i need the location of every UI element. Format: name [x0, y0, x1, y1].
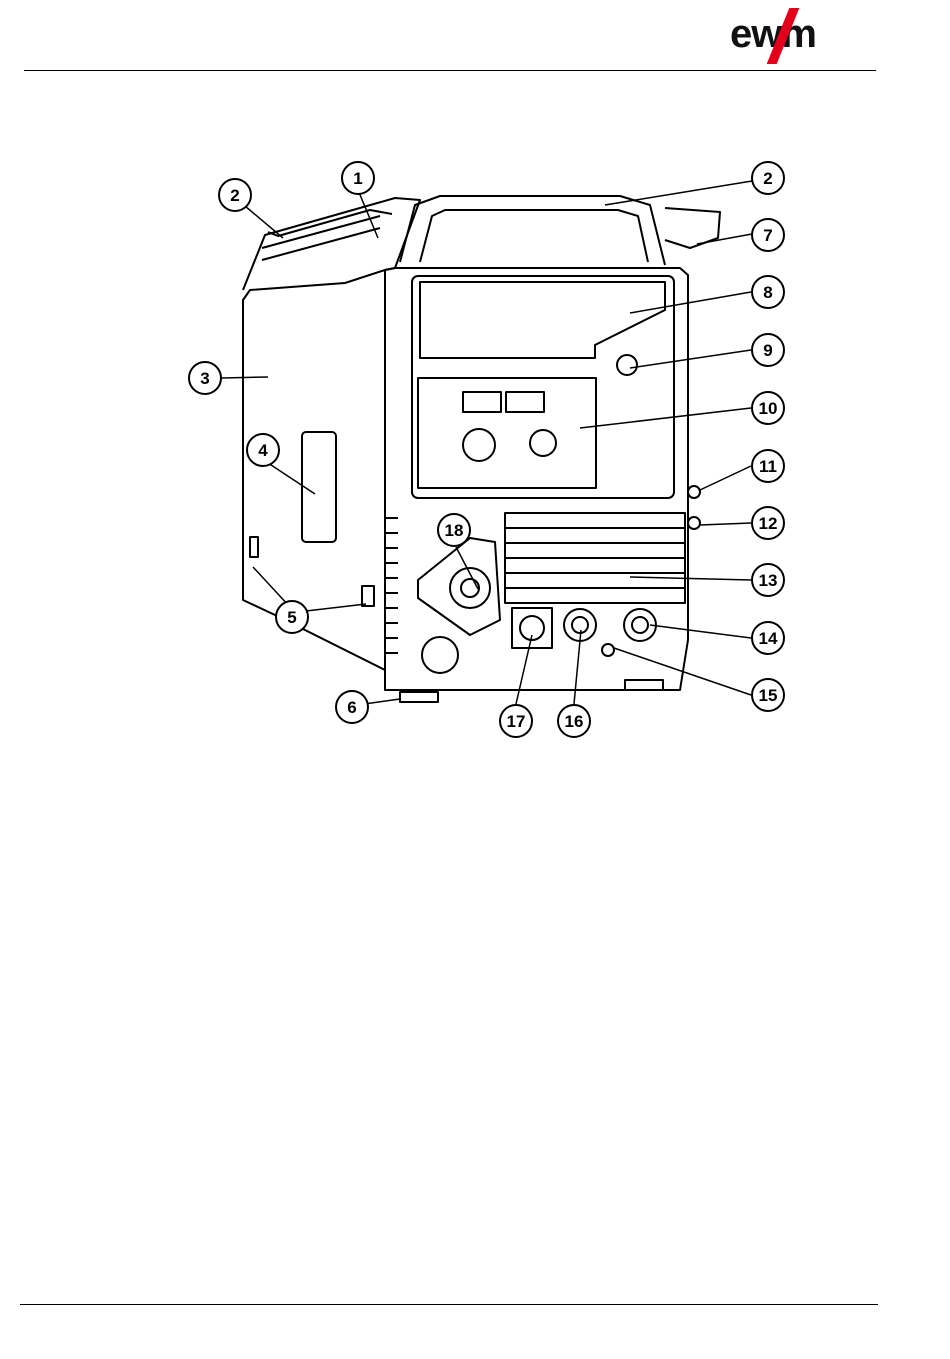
svg-text:10: 10 — [759, 399, 778, 418]
svg-text:2: 2 — [763, 169, 772, 188]
callout-2-left: 2 — [219, 179, 251, 211]
svg-text:9: 9 — [763, 341, 772, 360]
knob-right — [530, 430, 556, 456]
svg-text:17: 17 — [507, 712, 526, 731]
footer-rule — [20, 1304, 878, 1305]
svg-text:12: 12 — [759, 514, 778, 533]
callout-3: 3 — [189, 362, 221, 394]
callout-14: 14 — [752, 622, 784, 654]
side-window — [302, 432, 336, 542]
control-panel-cover — [420, 282, 665, 358]
fitting-11 — [688, 486, 700, 498]
callout-8: 8 — [752, 276, 784, 308]
callout-6: 6 — [336, 691, 368, 723]
svg-text:3: 3 — [200, 369, 209, 388]
callout-11: 11 — [752, 450, 784, 482]
svg-text:7: 7 — [763, 226, 772, 245]
svg-text:16: 16 — [565, 712, 584, 731]
callout-7: 7 — [752, 219, 784, 251]
display-left — [463, 392, 501, 412]
front-face — [385, 268, 688, 690]
callout-10: 10 — [752, 392, 784, 424]
svg-text:8: 8 — [763, 283, 772, 302]
round-cover — [422, 637, 458, 673]
callout-4: 4 — [247, 434, 279, 466]
callout-13: 13 — [752, 564, 784, 596]
svg-text:2: 2 — [230, 186, 239, 205]
callout-18: 18 — [438, 514, 470, 546]
side-clip-lower — [362, 586, 374, 606]
svg-text:1: 1 — [353, 169, 362, 188]
svg-text:6: 6 — [347, 698, 356, 717]
fitting-12 — [688, 517, 700, 529]
side-clip-upper — [250, 537, 258, 557]
callout-1: 1 — [342, 162, 374, 194]
callout-16: 16 — [558, 705, 590, 737]
callout-17: 17 — [500, 705, 532, 737]
top-cover — [243, 198, 420, 290]
svg-text:18: 18 — [445, 521, 464, 540]
display-right — [506, 392, 544, 412]
svg-text:11: 11 — [759, 457, 777, 476]
svg-text:13: 13 — [759, 571, 778, 590]
callout-15: 15 — [752, 679, 784, 711]
svg-text:14: 14 — [759, 629, 778, 648]
lock-switch — [617, 355, 637, 375]
control-socket-17 — [512, 608, 552, 648]
control-panel-window — [412, 276, 674, 498]
svg-text:5: 5 — [287, 608, 296, 627]
foot-right — [625, 680, 663, 690]
callout-5: 5 — [276, 601, 308, 633]
knob-left — [463, 429, 495, 461]
socket-15 — [602, 644, 614, 656]
callout-12: 12 — [752, 507, 784, 539]
carry-handle — [400, 196, 665, 265]
callout-9: 9 — [752, 334, 784, 366]
foot-left — [400, 692, 438, 702]
svg-text:4: 4 — [258, 441, 268, 460]
callout-2-right: 2 — [752, 162, 784, 194]
svg-text:15: 15 — [759, 686, 778, 705]
